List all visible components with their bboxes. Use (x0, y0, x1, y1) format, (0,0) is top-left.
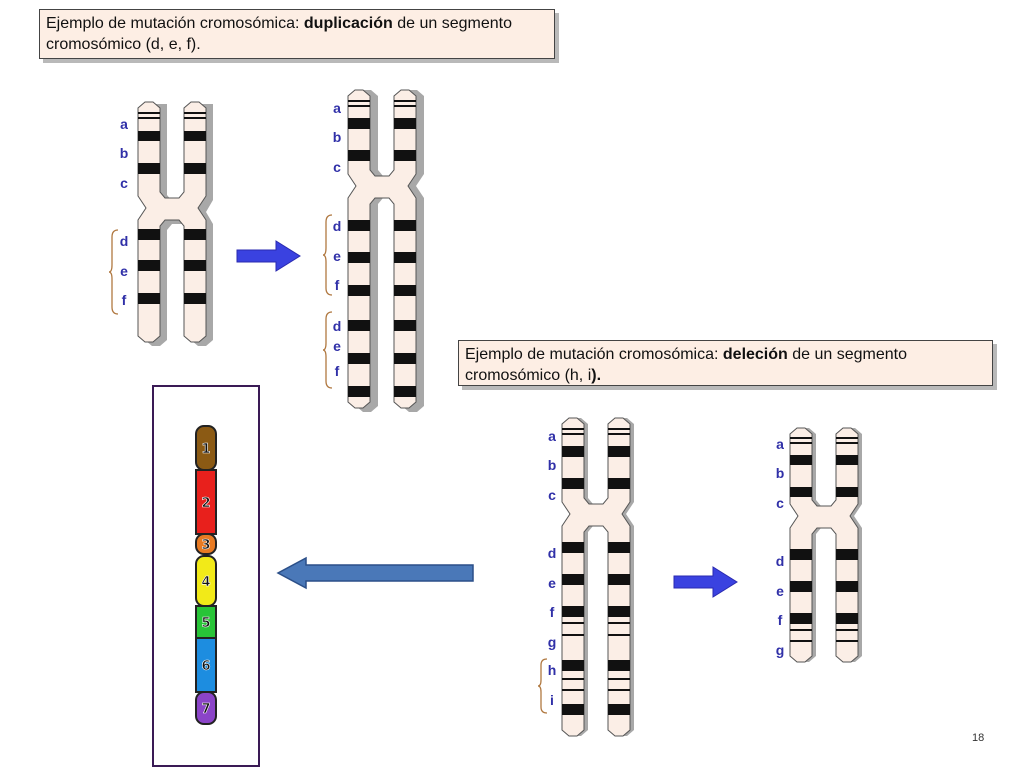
segment-7 (195, 691, 217, 725)
label-dup-d2: d (332, 318, 342, 334)
segment-3 (195, 533, 217, 555)
chromosome-original (137, 101, 213, 346)
deletion-caption: Ejemplo de mutación cromosómica: deleció… (458, 340, 993, 386)
chromosome-before-deletion (561, 417, 634, 737)
segment-number-7: 7 (201, 702, 210, 717)
arrow-right-icon (236, 240, 301, 272)
label-dup-f2: f (334, 363, 340, 379)
label-after-a: a (776, 436, 784, 452)
bracket-original-def (109, 229, 119, 315)
label-dup-d: d (332, 218, 342, 234)
arrow-left-large-icon (276, 556, 474, 590)
label-before-b: b (547, 457, 557, 473)
segment-number-3: 3 (201, 538, 210, 553)
label-dup-e: e (333, 248, 341, 264)
label-dup-b: b (332, 129, 342, 145)
label-after-d: d (775, 553, 785, 569)
label-before-g: g (547, 634, 557, 650)
label-original-b: b (119, 145, 129, 161)
label-dup-e2: e (333, 338, 341, 354)
segment-number-1: 1 (201, 442, 210, 457)
bracket-dup-def-copy (323, 311, 333, 389)
label-after-g: g (775, 642, 785, 658)
label-after-c: c (776, 495, 784, 511)
label-original-a: a (120, 116, 128, 132)
arrow-right-deletion-icon (673, 566, 738, 598)
label-dup-c: c (333, 159, 341, 175)
label-original-c: c (120, 175, 128, 191)
label-before-d: d (547, 545, 557, 561)
deletion-caption-line2: cromosómico (h, i (465, 367, 592, 384)
duplication-caption-prefix: Ejemplo de mutación cromosómica: (46, 15, 304, 32)
bracket-dup-def (323, 214, 333, 296)
label-before-e: e (548, 575, 556, 591)
duplication-caption: Ejemplo de mutación cromosómica: duplica… (39, 9, 555, 59)
label-dup-a: a (333, 100, 341, 116)
label-original-f: f (121, 292, 127, 308)
label-before-h: h (547, 662, 557, 678)
duplication-caption-suffix: de un segmento (392, 15, 512, 32)
label-before-i: i (550, 692, 554, 708)
segmented-chromosome: 1 2 3 4 5 6 7 (195, 425, 217, 725)
label-before-f: f (549, 604, 555, 620)
deletion-caption-suffix: de un segmento (787, 346, 907, 363)
label-before-a: a (548, 428, 556, 444)
segment-diagram-frame (152, 385, 260, 767)
duplication-caption-line2: cromosómico (d, e, f). (46, 36, 201, 53)
segment-number-4: 4 (201, 575, 210, 590)
label-before-c: c (548, 487, 556, 503)
deletion-caption-line2-end: ). (591, 367, 602, 384)
segment-number-2: 2 (201, 496, 210, 511)
chromosome-duplicated (347, 89, 424, 412)
label-original-d: d (119, 233, 129, 249)
deletion-caption-keyword: deleción (722, 346, 788, 363)
bracket-deleted-hi (538, 658, 548, 714)
label-after-f: f (777, 612, 783, 628)
deletion-caption-prefix: Ejemplo de mutación cromosómica: (465, 346, 723, 363)
label-dup-f: f (334, 277, 340, 293)
label-original-e: e (120, 263, 128, 279)
chromosome-after-deletion (789, 427, 862, 663)
label-after-e: e (776, 583, 784, 599)
segment-number-6: 6 (201, 659, 210, 674)
page-number: 18 (972, 732, 985, 744)
segment-number-5: 5 (201, 616, 210, 631)
label-after-b: b (775, 465, 785, 481)
duplication-caption-keyword: duplicación (303, 15, 393, 32)
